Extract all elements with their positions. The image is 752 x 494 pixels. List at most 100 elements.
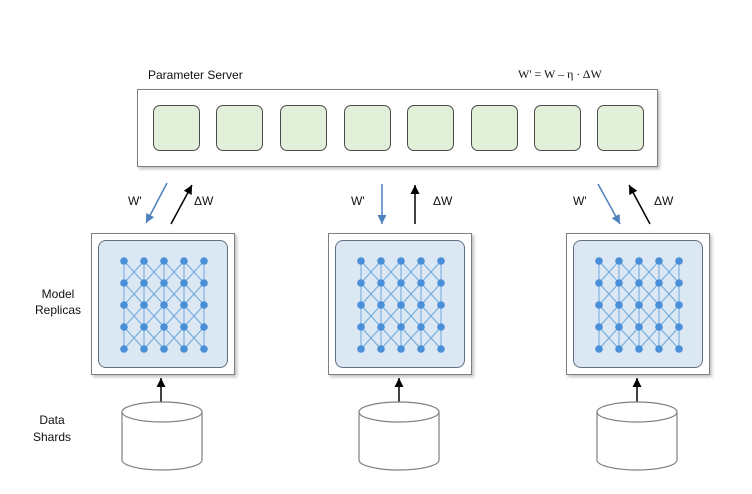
network-edge	[400, 282, 422, 306]
network-edge	[618, 326, 640, 350]
network-edge	[618, 282, 640, 306]
neuron-node	[200, 301, 208, 309]
data-shard-cylinder	[121, 401, 203, 471]
network-edge	[123, 326, 145, 350]
neuron-node	[397, 257, 405, 265]
network-edge	[638, 282, 660, 306]
gradient-label: ΔW	[194, 194, 214, 208]
network-edge	[123, 304, 145, 328]
network-edge	[618, 260, 640, 284]
model-replica	[566, 233, 710, 375]
network-edge	[598, 282, 620, 306]
network-edge	[618, 304, 640, 328]
network-edge	[420, 282, 442, 306]
neuron-node	[377, 323, 385, 331]
neuron-node	[140, 279, 148, 287]
network-edge	[380, 326, 402, 350]
network-edge	[360, 326, 382, 350]
neuron-node	[417, 279, 425, 287]
neuron-node	[675, 301, 683, 309]
neuron-node	[120, 257, 128, 265]
network-edge	[658, 304, 680, 328]
network-edge	[598, 260, 620, 284]
network-edge	[183, 326, 205, 350]
parameter-shard-cell	[216, 105, 263, 151]
neuron-node	[180, 279, 188, 287]
data-shards-label-line2: Shards	[32, 430, 72, 444]
network-edge	[163, 282, 185, 306]
network-edge	[163, 326, 185, 350]
neuron-node	[397, 279, 405, 287]
neuron-node	[655, 279, 663, 287]
network-edge	[658, 282, 680, 306]
neuron-node	[397, 301, 405, 309]
neuron-node	[437, 345, 445, 353]
network-edge	[420, 326, 442, 350]
gradient-up-arrow	[628, 184, 651, 225]
neuron-node	[615, 301, 623, 309]
replica-panel	[98, 240, 228, 368]
network-edge	[183, 260, 205, 284]
parameter-server-title: Parameter Server	[148, 68, 243, 82]
network-edge	[400, 304, 422, 328]
update-rule-formula: W' = W – η · ΔW	[518, 67, 602, 81]
network-edge	[163, 304, 185, 328]
neuron-node	[357, 345, 365, 353]
neuron-node	[595, 301, 603, 309]
network-edge	[380, 260, 402, 284]
parameter-shard-cell	[407, 105, 454, 151]
network-edge	[638, 326, 660, 350]
neuron-node	[635, 257, 643, 265]
network-edge	[598, 304, 620, 328]
weights-label: W'	[351, 194, 365, 208]
parameter-shard-cell	[534, 105, 581, 151]
neural-network-icon	[120, 257, 208, 353]
neuron-node	[437, 301, 445, 309]
network-edge	[360, 282, 382, 306]
weights-down-arrow	[145, 182, 168, 224]
network-edge	[420, 260, 442, 284]
neuron-node	[675, 323, 683, 331]
neuron-node	[437, 257, 445, 265]
neuron-node	[120, 323, 128, 331]
network-edge	[143, 260, 165, 284]
neuron-node	[140, 257, 148, 265]
network-edge	[183, 282, 205, 306]
neuron-node	[180, 257, 188, 265]
neuron-node	[140, 301, 148, 309]
neural-network-icon	[357, 257, 445, 353]
neuron-node	[615, 345, 623, 353]
neuron-node	[377, 257, 385, 265]
neuron-node	[357, 257, 365, 265]
network-edge	[123, 260, 145, 284]
neuron-node	[120, 301, 128, 309]
replica-panel	[335, 240, 465, 368]
neuron-node	[675, 257, 683, 265]
parameter-shard-cell	[344, 105, 391, 151]
neuron-node	[377, 301, 385, 309]
network-edge	[123, 282, 145, 306]
neuron-node	[437, 279, 445, 287]
network-edge	[638, 260, 660, 284]
network-edge	[360, 260, 382, 284]
neuron-node	[397, 345, 405, 353]
replica-panel	[573, 240, 703, 368]
neuron-node	[377, 279, 385, 287]
data-shards-label: Data Shards	[22, 412, 82, 446]
neuron-node	[200, 279, 208, 287]
neuron-node	[120, 279, 128, 287]
neuron-node	[160, 301, 168, 309]
model-replica	[91, 233, 235, 375]
network-edge	[638, 304, 660, 328]
neuron-node	[160, 345, 168, 353]
data-shard-cylinder	[358, 401, 440, 471]
neuron-node	[357, 301, 365, 309]
neuron-node	[635, 301, 643, 309]
network-edge	[143, 282, 165, 306]
neuron-node	[615, 323, 623, 331]
neuron-node	[120, 345, 128, 353]
network-edge	[163, 260, 185, 284]
neuron-node	[140, 345, 148, 353]
network-edge	[400, 260, 422, 284]
neuron-node	[437, 323, 445, 331]
